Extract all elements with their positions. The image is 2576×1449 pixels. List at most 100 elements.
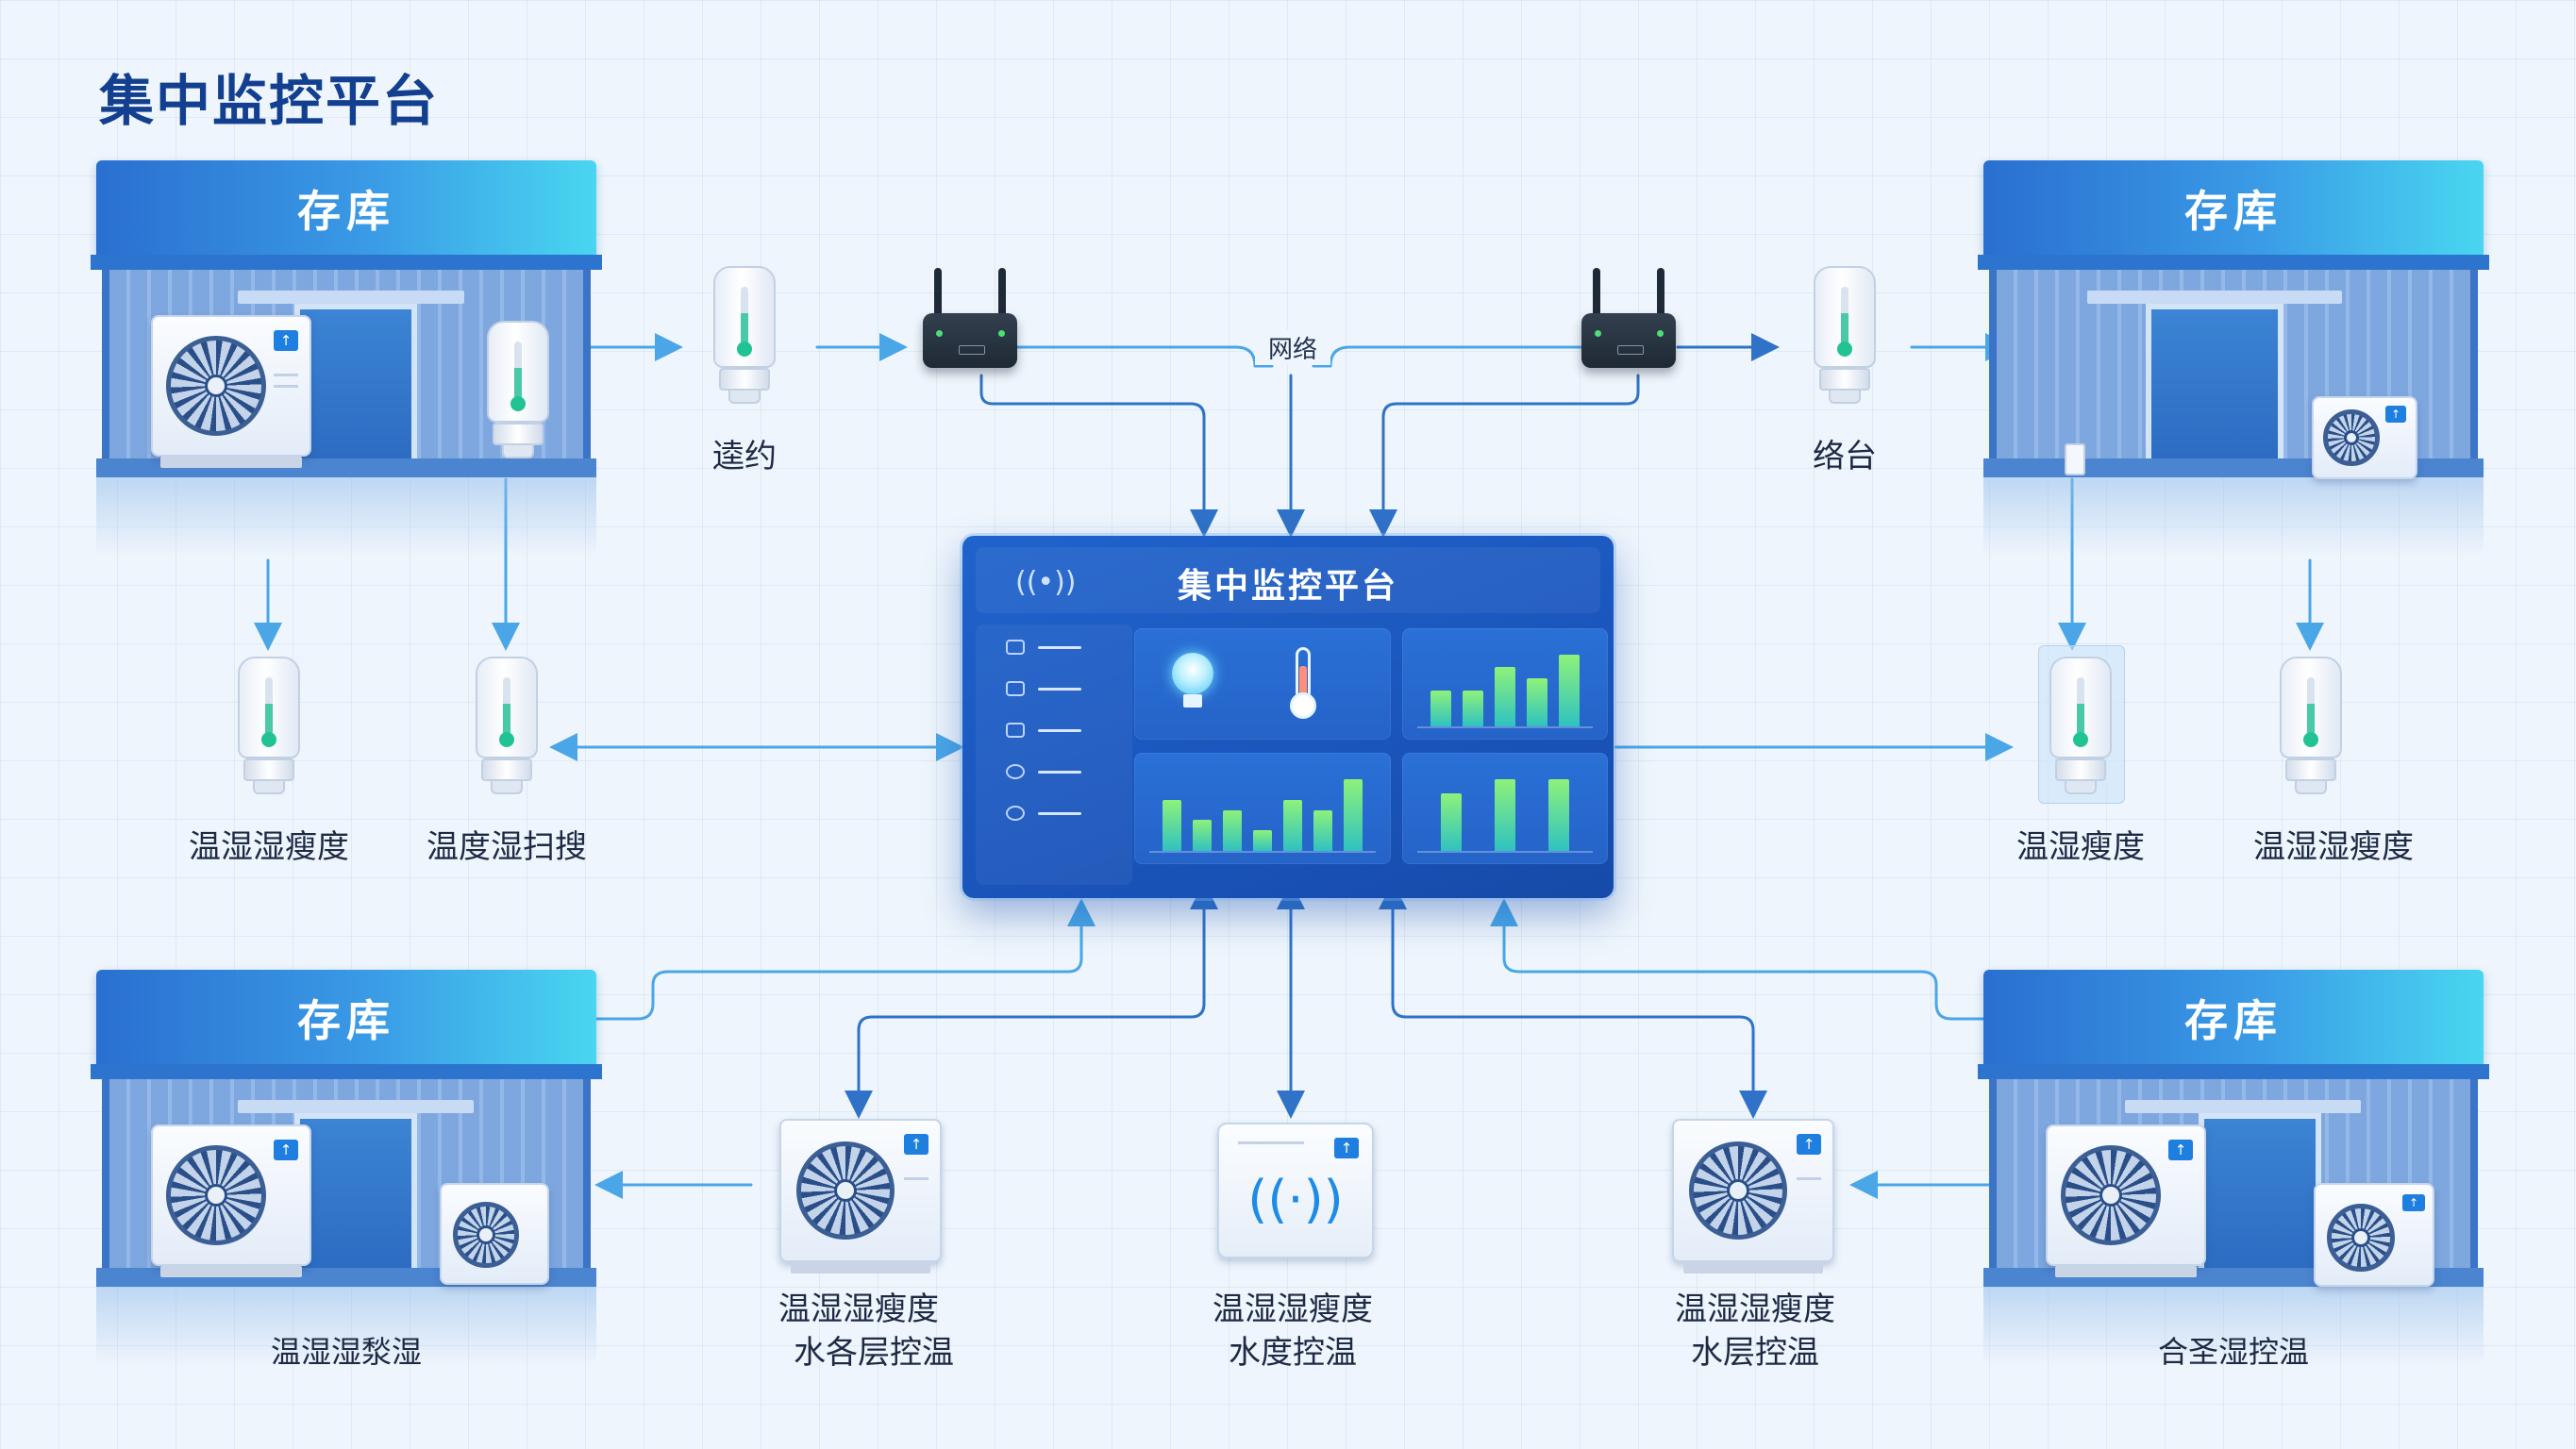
chart-bar bbox=[1223, 809, 1242, 851]
lightbulb-base bbox=[1183, 694, 1202, 708]
router-right[interactable] bbox=[1581, 268, 1676, 372]
chart-bar bbox=[1313, 809, 1332, 851]
warehouse-eave bbox=[1978, 255, 2489, 270]
gateway-right-icon[interactable] bbox=[1814, 266, 1876, 406]
signal-icon: ((•)) bbox=[1015, 566, 1077, 599]
menu-icon bbox=[1006, 723, 1025, 738]
central-platform-panel[interactable]: ((•)) 集中监控平台 bbox=[962, 536, 1614, 898]
platform-header bbox=[976, 547, 1600, 613]
sidebar-item[interactable] bbox=[1006, 804, 1110, 828]
warehouse-floor bbox=[96, 477, 596, 557]
warehouse-door bbox=[2146, 304, 2283, 458]
brand-badge-icon: ↑ bbox=[904, 1134, 928, 1155]
warehouse-label: 存库 bbox=[297, 186, 395, 237]
gateway-left-icon[interactable] bbox=[713, 266, 776, 406]
warehouse-floor bbox=[1983, 1287, 2484, 1366]
warehouse-floor bbox=[1983, 477, 2484, 557]
warehouse-door bbox=[294, 304, 417, 458]
sensor-left-2-label: 温度湿扫搜 bbox=[427, 828, 587, 866]
warehouse-roof bbox=[1983, 970, 2484, 1064]
chart-card-1[interactable] bbox=[1402, 628, 1608, 740]
ac-feet bbox=[1683, 1262, 1823, 1274]
sidebar-item[interactable] bbox=[1006, 638, 1110, 662]
router-icon bbox=[1581, 313, 1676, 368]
fan-hub bbox=[205, 1184, 227, 1207]
chart-bar bbox=[1559, 655, 1580, 726]
wall-sensor-icon bbox=[487, 321, 549, 460]
chart-bar bbox=[1463, 691, 1483, 726]
chart-bar bbox=[1495, 779, 1515, 851]
chart-bar bbox=[1547, 779, 1569, 851]
chart-card-2[interactable] bbox=[1134, 753, 1391, 864]
gateway-right-label: 络台 bbox=[1813, 438, 1877, 475]
ac-device-1[interactable]: ↑ bbox=[779, 1119, 942, 1274]
fan-hub bbox=[2351, 1228, 2370, 1247]
chart-bar bbox=[1283, 799, 1302, 851]
ac-device-1-label-line2: 水各层控温 bbox=[794, 1334, 954, 1372]
menu-icon bbox=[1006, 681, 1025, 696]
wifi-icon: ((·)) bbox=[1247, 1170, 1344, 1229]
warehouse-label: 存库 bbox=[2184, 186, 2283, 237]
door-lintel bbox=[238, 1100, 474, 1113]
ac-feet bbox=[791, 1262, 930, 1274]
chart-bar bbox=[1495, 666, 1515, 726]
ac-unit: ↑ bbox=[151, 315, 311, 468]
chart-baseline bbox=[1417, 726, 1593, 728]
warehouse-top-right[interactable]: 存库 ↑ bbox=[1978, 160, 2489, 557]
sidebar-item[interactable] bbox=[1006, 721, 1110, 745]
thermometer-bulb bbox=[1290, 692, 1316, 719]
controller-label-line2: 水度控温 bbox=[1229, 1334, 1357, 1372]
ac-device-2-label-line1: 温湿湿瘦度 bbox=[1675, 1291, 1835, 1328]
router-antenna bbox=[998, 268, 1006, 317]
ac-feet bbox=[160, 1266, 302, 1277]
controller-label-line1: 温湿湿瘦度 bbox=[1213, 1291, 1373, 1328]
ac-feet bbox=[160, 457, 302, 468]
warehouse-label: 存库 bbox=[297, 995, 395, 1046]
warehouse-caption: 合圣湿控温 bbox=[2157, 1334, 2309, 1370]
sensor-right-2-icon[interactable] bbox=[2280, 657, 2342, 796]
router-antenna bbox=[1657, 268, 1664, 317]
ac-unit bbox=[440, 1183, 549, 1285]
ac-unit: ↑ bbox=[2314, 1183, 2434, 1287]
lightbulb-icon bbox=[1172, 653, 1213, 694]
ac-device-1-label-line1: 温湿湿瘦度 bbox=[778, 1291, 939, 1328]
sensor-left-1-label: 温湿湿瘦度 bbox=[189, 828, 349, 866]
warehouse-top-left[interactable]: 存库 ↑ bbox=[91, 160, 602, 557]
fan-hub bbox=[834, 1179, 857, 1202]
warehouse-eave bbox=[1978, 1064, 2489, 1079]
wall-sensor-icon bbox=[2065, 443, 2085, 475]
door-lintel bbox=[2125, 1100, 2361, 1113]
sensor-left-2-icon[interactable] bbox=[476, 657, 538, 796]
warehouse-floor bbox=[96, 1287, 596, 1366]
ac-device-2[interactable]: ↑ bbox=[1672, 1119, 1834, 1274]
sensor-left-1-icon[interactable] bbox=[238, 657, 300, 796]
chart-card-3[interactable] bbox=[1402, 753, 1608, 864]
warehouse-eave bbox=[91, 1064, 602, 1079]
warehouse-roof bbox=[1983, 160, 2484, 255]
ac-grille bbox=[274, 374, 298, 376]
chart-bar bbox=[1163, 799, 1181, 851]
router-icon bbox=[923, 313, 1017, 368]
router-left[interactable] bbox=[923, 268, 1017, 372]
platform-title: 集中监控平台 bbox=[1177, 567, 1398, 606]
fan-hub bbox=[1727, 1179, 1749, 1202]
warehouse-bottom-right[interactable]: 存库 ↑ ↑ 合圣湿控温 bbox=[1978, 970, 2489, 1370]
router-antenna bbox=[1593, 268, 1600, 317]
brand-badge-icon: ↑ bbox=[1797, 1134, 1821, 1155]
warehouse-bottom-left[interactable]: 存库 ↑ 温湿湿湬湿 bbox=[91, 970, 602, 1370]
sensor-right-1-icon[interactable] bbox=[2049, 657, 2112, 796]
fan-icon bbox=[2061, 1145, 2161, 1245]
sidebar-item[interactable] bbox=[1006, 679, 1110, 704]
warehouse-door bbox=[294, 1113, 417, 1268]
sidebar-item[interactable] bbox=[1006, 762, 1110, 787]
thermometer-fill bbox=[1299, 666, 1307, 698]
gateway-left-label: 逵约 bbox=[712, 438, 777, 475]
fan-icon bbox=[166, 336, 266, 436]
chart-bar bbox=[1253, 830, 1272, 851]
status-card[interactable] bbox=[1134, 628, 1391, 740]
platform-sidebar bbox=[976, 625, 1132, 885]
fan-hub bbox=[477, 1225, 495, 1244]
warehouse-caption: 温湿湿湬湿 bbox=[270, 1334, 422, 1370]
wifi-controller[interactable]: ↑ ((·)) bbox=[1217, 1123, 1374, 1258]
ac-unit: ↑ bbox=[2312, 396, 2417, 479]
